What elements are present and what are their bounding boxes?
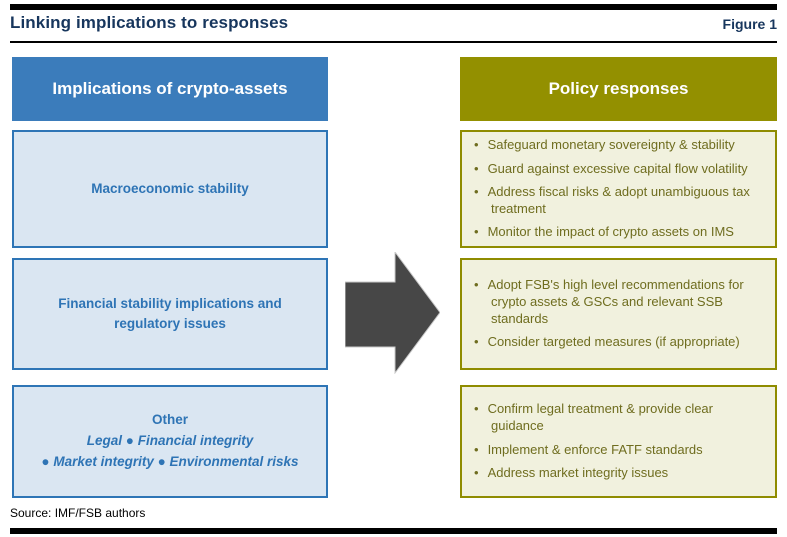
implications-box-other: Other Legal ● Financial integrity ● Mark… bbox=[12, 385, 328, 498]
source-note: Source: IMF/FSB authors bbox=[10, 506, 146, 520]
implications-box-macroeconomic: Macroeconomic stability bbox=[12, 130, 328, 248]
title-rule bbox=[10, 41, 777, 43]
policy-bullet: Safeguard monetary sovereignty & stabili… bbox=[474, 137, 767, 154]
implications-box-financial-stability: Financial stability implications and reg… bbox=[12, 258, 328, 370]
policy-bullet: Address fiscal risks & adopt unambiguous… bbox=[474, 184, 767, 217]
policy-bullet-list: Adopt FSB's high level recommendations f… bbox=[462, 260, 775, 368]
top-rule bbox=[10, 4, 777, 10]
implications-box-title: Financial stability implications and reg… bbox=[58, 296, 282, 331]
policy-column-header: Policy responses bbox=[460, 57, 777, 121]
policy-bullet-list: Safeguard monetary sovereignty & stabili… bbox=[462, 132, 775, 246]
implications-box-detail-line: Legal ● Financial integrity bbox=[86, 432, 254, 448]
bottom-rule bbox=[10, 528, 777, 534]
policy-box-financial-stability: Adopt FSB's high level recommendations f… bbox=[460, 258, 777, 370]
policy-bullet-list: Confirm legal treatment & provide clear … bbox=[462, 387, 775, 496]
implications-box-title: Macroeconomic stability bbox=[91, 181, 249, 197]
implications-box-detail-line: ● Market integrity ● Environmental risks bbox=[41, 454, 299, 470]
policy-box-other: Confirm legal treatment & provide clear … bbox=[460, 385, 777, 498]
policy-bullet: Implement & enforce FATF standards bbox=[474, 442, 767, 459]
policy-bullet: Confirm legal treatment & provide clear … bbox=[474, 401, 767, 434]
policy-box-macroeconomic: Safeguard monetary sovereignty & stabili… bbox=[460, 130, 777, 248]
implications-column-header: Implications of crypto-assets bbox=[12, 57, 328, 121]
page-title: Linking implications to responses bbox=[10, 13, 289, 32]
policy-bullet: Monitor the impact of crypto assets on I… bbox=[474, 224, 767, 241]
policy-bullet: Adopt FSB's high level recommendations f… bbox=[474, 277, 767, 327]
figure-label: Figure 1 bbox=[722, 16, 777, 32]
policy-bullet: Consider targeted measures (if appropria… bbox=[474, 334, 767, 351]
right-arrow-icon bbox=[344, 250, 441, 375]
policy-bullet: Address market integrity issues bbox=[474, 465, 767, 482]
implications-box-title: Other bbox=[151, 412, 188, 428]
policy-bullet: Guard against excessive capital flow vol… bbox=[474, 161, 767, 178]
